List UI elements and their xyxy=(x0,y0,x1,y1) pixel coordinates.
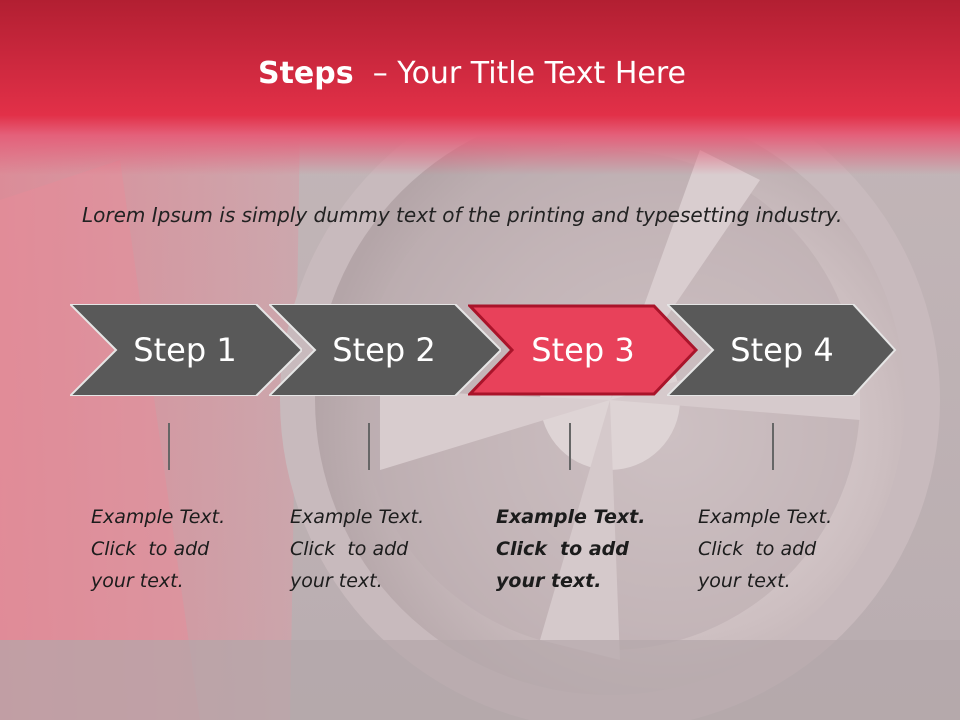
step-3-line-1: Example Text. xyxy=(496,506,646,528)
step-2-line-2: Click to add xyxy=(290,538,409,560)
title-rest: – Your Title Text Here xyxy=(372,56,686,91)
step-1-label: Step 1 xyxy=(133,331,237,369)
step-1-connector xyxy=(168,423,170,470)
step-3-line-3: your text. xyxy=(496,570,602,592)
step-1-chevron[interactable]: Step 1 xyxy=(70,304,302,396)
chevron-shape xyxy=(667,304,897,396)
chevron-shape xyxy=(468,304,699,396)
step-1-text[interactable]: Example Text. Click to add your text. xyxy=(91,501,261,597)
step-4-chevron[interactable]: Step 4 xyxy=(667,304,899,396)
chevron-shape xyxy=(70,304,302,396)
step-1-line-3: your text. xyxy=(91,570,184,592)
step-3-line-2: Click to add xyxy=(496,538,629,560)
step-2-chevron[interactable]: Step 2 xyxy=(269,304,501,396)
step-4-connector xyxy=(772,423,774,470)
title-band xyxy=(0,0,960,175)
step-1-line-1: Example Text. xyxy=(91,506,226,528)
step-3-connector xyxy=(569,423,571,470)
step-4-line-3: your text. xyxy=(698,570,791,592)
step-4-text[interactable]: Example Text. Click to add your text. xyxy=(698,501,868,597)
step-1-line-2: Click to add xyxy=(91,538,210,560)
step-4-line-2: Click to add xyxy=(698,538,817,560)
step-2-connector xyxy=(368,423,370,470)
step-3-chevron[interactable]: Step 3 xyxy=(468,304,700,396)
step-2-text[interactable]: Example Text. Click to add your text. xyxy=(290,501,460,597)
step-2-line-3: your text. xyxy=(290,570,383,592)
step-3-label: Step 3 xyxy=(531,331,635,369)
intro-text: Lorem Ipsum is simply dummy text of the … xyxy=(82,203,843,227)
title-bold: Steps xyxy=(257,56,354,91)
step-4-line-1: Example Text. xyxy=(698,506,833,528)
chevron-shape xyxy=(269,304,501,396)
step-3-text[interactable]: Example Text. Click to add your text. xyxy=(496,501,666,597)
step-2-label: Step 2 xyxy=(332,331,436,369)
slide-title: Steps – Your Title Text Here xyxy=(0,56,944,91)
step-2-line-1: Example Text. xyxy=(290,506,425,528)
step-4-label: Step 4 xyxy=(730,331,834,369)
